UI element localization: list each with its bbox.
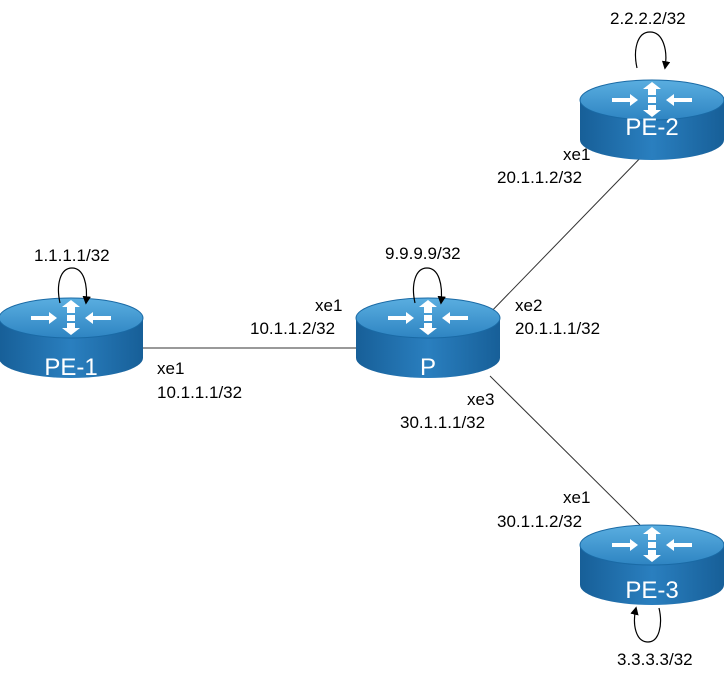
pe3-loopback-label: 3.3.3.3/32 (617, 650, 693, 669)
router-pe1-name: PE-1 (44, 354, 97, 381)
pe1-loopback-label: 1.1.1.1/32 (34, 246, 110, 265)
router-pe1[interactable]: PE-1 (0, 297, 144, 381)
router-pe2[interactable]: PE-2 (579, 79, 724, 161)
loopback-arrow-icon (57, 267, 91, 305)
loopback-arrow-icon (630, 606, 662, 643)
loopback-arrow-icon (412, 267, 446, 305)
p-xe1-interface-label: xe1 (315, 296, 342, 315)
p-xe3-interface-label: xe3 (467, 390, 494, 409)
router-pe3[interactable]: PE-3 (579, 524, 724, 606)
pe2-interface-label: xe1 (563, 145, 590, 164)
router-pe2-name: PE-2 (625, 114, 678, 141)
link-p-pe2 (484, 149, 649, 319)
p-xe1-interface-ip: 10.1.1.2/32 (250, 319, 335, 338)
router-p[interactable]: P (355, 297, 501, 381)
loopback-arrow-icon (634, 31, 671, 70)
router-pe3-name: PE-3 (625, 577, 678, 604)
router-p-name: P (420, 354, 436, 381)
pe2-loopback-label: 2.2.2.2/32 (610, 9, 686, 28)
pe2-interface-ip: 20.1.1.2/32 (497, 168, 582, 187)
pe3-interface-label: xe1 (563, 488, 590, 507)
p-xe2-interface-ip: 20.1.1.1/32 (515, 319, 600, 338)
p-loopback-label: 9.9.9.9/32 (385, 244, 461, 263)
pe1-interface-ip: 10.1.1.1/32 (157, 383, 242, 402)
pe3-interface-ip: 30.1.1.2/32 (497, 512, 582, 531)
p-xe3-interface-ip: 30.1.1.1/32 (400, 413, 485, 432)
link-p-pe3 (489, 375, 641, 526)
p-xe2-interface-label: xe2 (515, 296, 542, 315)
pe1-interface-label: xe1 (157, 359, 184, 378)
